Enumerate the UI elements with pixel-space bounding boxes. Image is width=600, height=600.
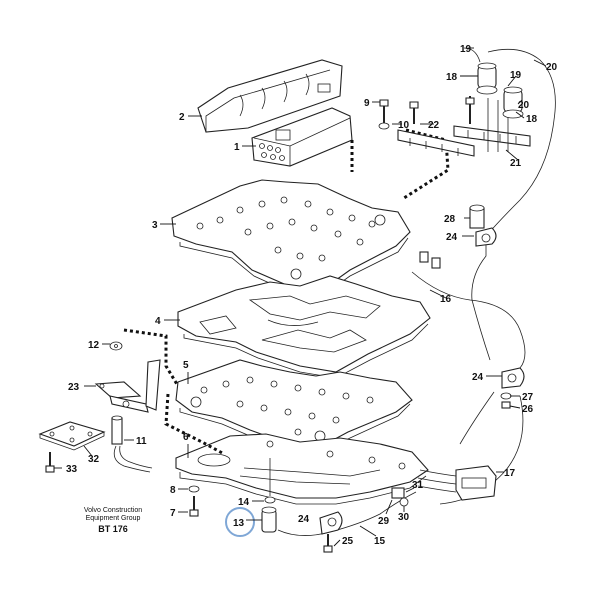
part-labels: 1 2 3 4 5 6 7 8 9 10 11 12 13 14 15 16 1… (66, 44, 558, 547)
part-33-bolt (45, 452, 55, 473)
label-20b: 20 (518, 100, 530, 111)
part-21-bracket-right (453, 98, 531, 152)
label-11: 11 (136, 436, 147, 447)
part-27-26-washer-bolt (500, 392, 512, 409)
part-22-bolt (409, 101, 419, 124)
part-32-plate (38, 421, 106, 451)
leader-lines (54, 47, 547, 547)
label-14: 14 (238, 497, 250, 508)
label-18b: 18 (526, 114, 538, 125)
label-26: 26 (522, 404, 534, 415)
part-25-bolt (323, 534, 333, 553)
label-16: 16 (440, 294, 452, 305)
dashed-line-2 (403, 128, 450, 200)
part-12-washer (109, 341, 123, 351)
part-18-bolt (465, 96, 475, 124)
label-25: 25 (342, 536, 354, 547)
label-3: 3 (152, 220, 158, 231)
connectors-16 (419, 251, 441, 269)
label-6: 6 (183, 432, 189, 443)
label-22: 22 (428, 120, 440, 131)
part-3-plate (171, 179, 411, 297)
part-24-clamp-middle (501, 367, 525, 389)
dashed-line-3 (123, 328, 180, 387)
label-27: 27 (522, 392, 534, 403)
part-23-bracket (94, 359, 161, 413)
part-14-washer (264, 458, 276, 504)
part-19-solenoid (502, 86, 524, 119)
label-33: 33 (66, 464, 78, 475)
part-7-bolt (189, 496, 199, 517)
dashed-line-4 (164, 393, 225, 456)
part-24-clamp-lower (319, 511, 343, 535)
label-2: 2 (179, 112, 185, 123)
label-17: 17 (504, 468, 516, 479)
part-28-spacer (469, 204, 485, 229)
label-5: 5 (183, 360, 189, 371)
caption-code: BT 176 (98, 524, 128, 534)
part-21-bracket-left (397, 129, 475, 157)
label-24c: 24 (298, 514, 310, 525)
caption-line-1: Volvo Construction (83, 507, 143, 514)
label-12: 12 (88, 340, 100, 351)
label-1: 1 (234, 142, 240, 153)
part-31-fitting (391, 487, 409, 507)
part-11-sensor (111, 415, 153, 473)
highlight-ring-part-13 (225, 507, 255, 537)
label-31: 31 (412, 480, 424, 491)
part-18-solenoid (476, 62, 498, 95)
part-24-clamp-upper (475, 227, 497, 247)
label-8: 8 (170, 485, 176, 496)
part-17-connector (417, 465, 497, 501)
part-6-base-plate (175, 433, 429, 505)
label-19a: 19 (460, 44, 472, 55)
label-32: 32 (88, 454, 100, 465)
label-20a: 20 (546, 62, 558, 73)
part-8-washer (188, 485, 200, 493)
diagram-caption: Volvo Construction Equipment Group BT 17… (58, 507, 168, 534)
label-7: 7 (170, 508, 176, 519)
label-9: 9 (364, 98, 370, 109)
label-4: 4 (155, 316, 161, 327)
label-10: 10 (398, 120, 410, 131)
part-2-cover (197, 59, 343, 133)
label-23: 23 (68, 382, 80, 393)
part-5-plate (175, 359, 413, 453)
part-15-harness (277, 491, 417, 536)
label-24a: 24 (446, 232, 458, 243)
label-24b: 24 (472, 372, 484, 383)
part-9-bolt (378, 99, 390, 130)
label-18a: 18 (446, 72, 458, 83)
label-30: 30 (398, 512, 410, 523)
part-13-component (261, 506, 277, 533)
label-21: 21 (510, 158, 522, 169)
label-15: 15 (374, 536, 386, 547)
label-19b: 19 (510, 70, 522, 81)
part-4-plate (177, 275, 431, 379)
label-13: 13 (233, 518, 245, 529)
caption-line-2: Equipment Group (85, 515, 141, 522)
label-29: 29 (378, 516, 390, 527)
label-28: 28 (444, 214, 456, 225)
